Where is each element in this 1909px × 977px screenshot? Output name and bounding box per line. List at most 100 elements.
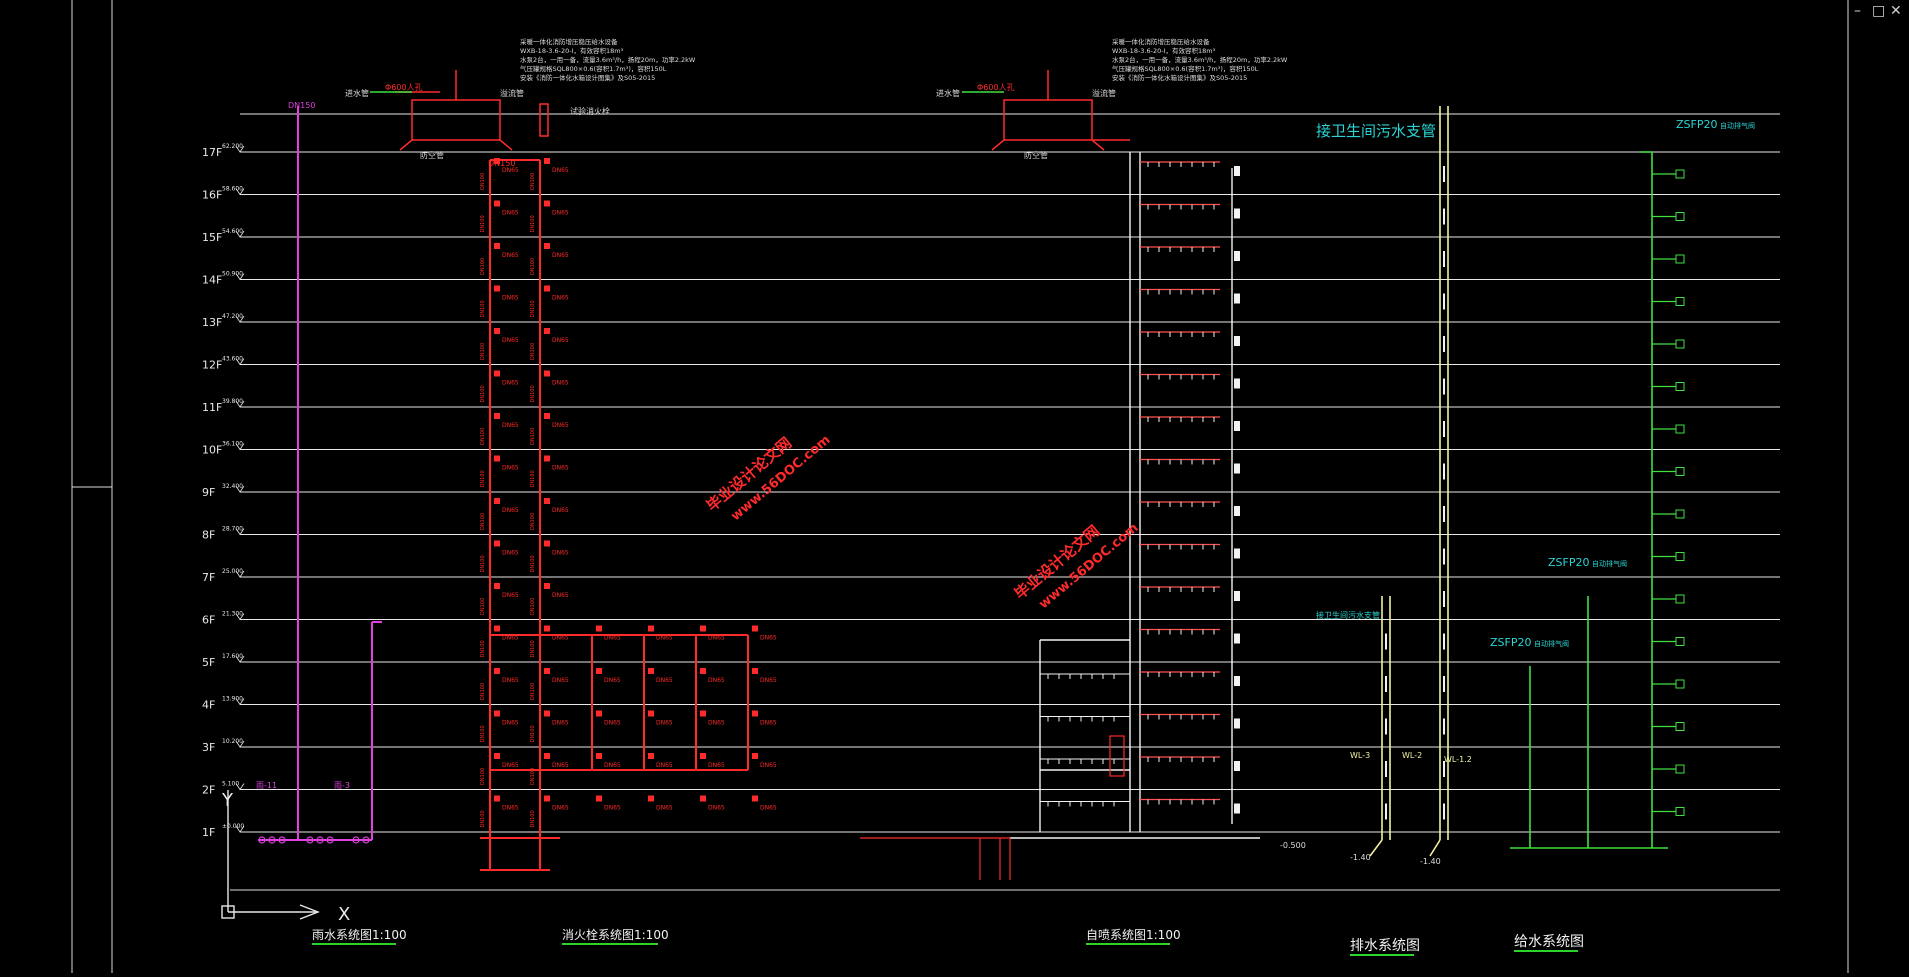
elevation-label: 5.100 — [222, 781, 239, 788]
hydrant-box — [648, 753, 654, 759]
floor-label: 3F — [202, 741, 215, 754]
supply-title: 给水系统图 — [1514, 934, 1584, 950]
hydrant-riser-label: DN100 — [480, 513, 486, 530]
floor-label: 17F — [202, 146, 222, 159]
elevation-label: 58.600 — [222, 186, 243, 193]
elevation-mark — [235, 315, 245, 323]
hydrant-box — [596, 710, 602, 717]
sprinkler-branches — [1040, 161, 1240, 814]
floor-label: 11F — [202, 401, 222, 414]
supply-meter — [1675, 807, 1685, 816]
cover-label-right: 防空管 — [1024, 150, 1048, 160]
hydrant-box — [544, 540, 550, 547]
hydrant-dn-label: DN65 — [760, 805, 777, 812]
hydrant-box — [494, 158, 500, 164]
y-axis-label: Y — [221, 790, 234, 811]
supply-meter — [1675, 594, 1685, 604]
hydrant-riser-label: DN100 — [480, 683, 486, 700]
hydrant-markers: DN65DN100DN65DN100DN65DN100DN65DN100DN65… — [480, 158, 777, 828]
supply-meter — [1675, 637, 1685, 646]
elevation-mark — [235, 783, 245, 791]
hydrant-riser-label: DN100 — [480, 470, 486, 487]
supply-meter — [1675, 764, 1685, 774]
tank-note-line: 采暖一体化消防增压稳压给水设备 — [520, 37, 618, 46]
supply-meter — [1675, 722, 1685, 731]
hydrant-riser-label: DN100 — [530, 598, 536, 615]
drain-title: 排水系统图 — [1350, 938, 1420, 954]
hydrant-dn-label: DN65 — [708, 805, 725, 812]
hydrant-riser-label: DN100 — [480, 640, 486, 657]
hydrant-box — [596, 625, 602, 632]
hydrant-dn-label: DN65 — [552, 762, 569, 769]
floor-label: 16F — [202, 189, 222, 202]
elevation-mark — [235, 570, 245, 578]
hydrant-riser-label: DN100 — [480, 258, 486, 275]
hydrant-box — [700, 668, 706, 674]
floor-label: 12F — [202, 359, 222, 372]
hydrant-box — [494, 583, 500, 589]
rain-system — [258, 106, 382, 841]
restore-button[interactable]: □ — [1872, 3, 1886, 19]
hydrant-box — [752, 625, 758, 632]
hydrant-dn-label: DN65 — [502, 295, 519, 302]
hydrant-riser-label: DN100 — [480, 768, 486, 785]
hydrant-box — [494, 455, 500, 462]
hydrant-dn-label: DN65 — [502, 677, 519, 684]
tank-note-line: WXB-18-3.6-20-I，有效容积18m³ — [520, 46, 624, 55]
hydrant-dn-label: DN65 — [656, 720, 673, 727]
elevation-mark — [235, 188, 245, 196]
minimize-button[interactable]: – — [1854, 3, 1861, 19]
sprinkler-valve — [1234, 803, 1240, 814]
sprinkler-pump-room — [860, 735, 1125, 880]
hydrant-riser-label: DN100 — [480, 598, 486, 615]
hydrant-dn-label: DN65 — [552, 210, 569, 217]
elevation-label: ±0.000 — [222, 823, 244, 830]
rain-title: 雨水系统图1:100 — [312, 928, 407, 942]
hydrant-dn-label: DN65 — [502, 465, 519, 472]
elevation-label: 47.200 — [222, 313, 243, 320]
hydrant-box — [544, 498, 550, 504]
drain-level-left: -1.40 — [1350, 853, 1371, 862]
cover-label-left: 防空管 — [420, 150, 444, 160]
close-button[interactable]: ✕ — [1890, 3, 1902, 19]
hydrant-riser-label: DN100 — [480, 725, 486, 742]
hydrant-dn-label: DN65 — [604, 762, 621, 769]
sheet-frame — [71, 0, 1849, 973]
tank-note-right: 采暖一体化消防增压稳压给水设备WXB-18-3.6-20-I，有效容积18m³水… — [1112, 37, 1288, 82]
hydrant-riser-label: DN100 — [480, 343, 486, 360]
hydrant-box — [494, 540, 500, 547]
floor-label: 13F — [202, 316, 222, 329]
hydrant-riser-label: DN100 — [530, 428, 536, 445]
hydrant-box — [494, 753, 500, 759]
hydrant-box — [752, 795, 758, 802]
hydrant-riser-label: DN100 — [480, 173, 486, 190]
hydrant-box — [494, 243, 500, 249]
elevation-mark — [235, 825, 245, 833]
elevation-label: 50.900 — [222, 271, 243, 278]
floor-label: 7F — [202, 571, 215, 584]
hydrant-dn-label: DN65 — [552, 592, 569, 599]
hydrant-dn-label: DN65 — [552, 337, 569, 344]
sprinkler-valve — [1234, 336, 1240, 346]
hydrant-dn-label: DN65 — [502, 380, 519, 387]
hydrant-riser-label: DN100 — [480, 810, 486, 827]
hydrant-dn-label: DN65 — [502, 337, 519, 344]
watermark-left: 毕业设计论文网 www.56DOC.com — [703, 433, 833, 525]
elevation-label: 13.900 — [222, 696, 243, 703]
wl2-label: WL-2 — [1402, 751, 1422, 760]
floor-label: 6F — [202, 614, 215, 627]
drain-level-right: -1.40 — [1420, 857, 1441, 866]
hydrant-box — [596, 795, 602, 802]
supply-meter — [1675, 212, 1685, 221]
auto-vent-label-low: 自动排气阀 — [1534, 639, 1569, 648]
hydrant-riser-label: DN100 — [530, 513, 536, 530]
floor-label: 9F — [202, 486, 215, 499]
zsfp-label-low: ZSFP20 — [1490, 636, 1531, 649]
toilet-branch-label: 接卫生间污水支管 — [1316, 122, 1436, 140]
hydrant-box — [648, 710, 654, 717]
toilet-branch-label-small: 接卫生间污水支管 — [1316, 610, 1380, 620]
hydrant-box — [700, 753, 706, 759]
hydrant-dn-label: DN65 — [502, 762, 519, 769]
